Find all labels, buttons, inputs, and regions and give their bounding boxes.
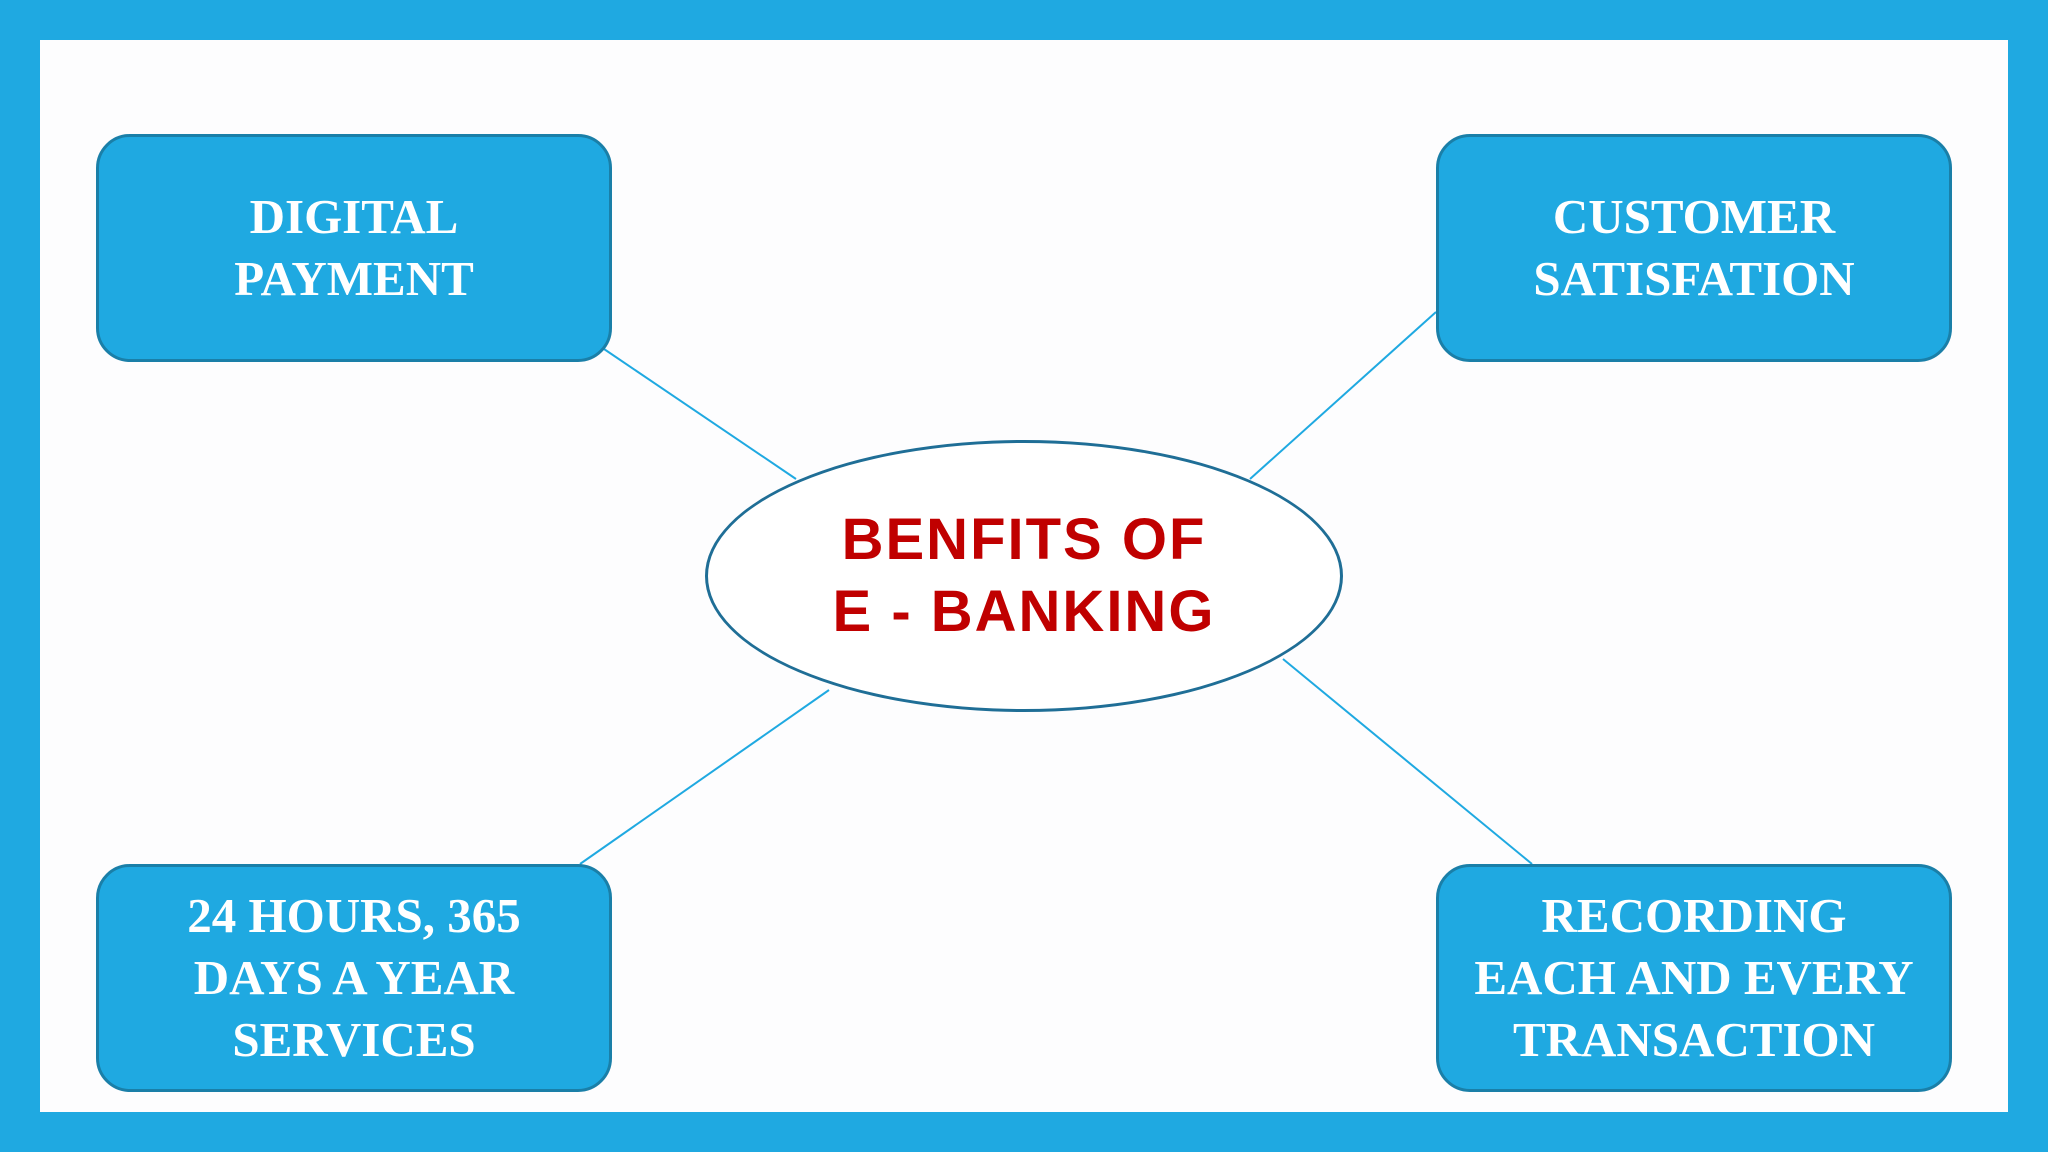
node-label-line: CUSTOMER (1552, 189, 1836, 244)
node-recording-transactions: RECORDING EACH AND EVERY TRANSACTION (1436, 864, 1952, 1092)
node-label-line: 24 HOURS, 365 (187, 888, 521, 943)
node-label-line: DAYS A YEAR (193, 950, 515, 1005)
connector-top-left (603, 348, 797, 480)
node-digital-payment: DIGITAL PAYMENT (96, 134, 612, 362)
node-label-line: PAYMENT (234, 251, 474, 306)
connector-bottom-left (579, 689, 830, 865)
node-24-hours-services: 24 HOURS, 365 DAYS A YEAR SERVICES (96, 864, 612, 1092)
node-label-line: SATISFATION (1533, 251, 1855, 306)
node-label-line: EACH AND EVERY (1474, 950, 1914, 1005)
central-topic-line: E - BANKING (832, 579, 1216, 644)
node-label-line: SERVICES (232, 1012, 476, 1067)
central-topic-ellipse: BENFITS OF E - BANKING (705, 440, 1343, 712)
node-customer-satisfaction: CUSTOMER SATISFATION (1436, 134, 1952, 362)
connector-bottom-right (1282, 658, 1533, 865)
node-label-line: TRANSACTION (1512, 1012, 1876, 1067)
connector-top-right (1249, 311, 1437, 480)
central-topic-line: BENFITS OF (841, 507, 1207, 572)
node-label-line: RECORDING (1541, 888, 1847, 943)
node-label-line: DIGITAL (249, 189, 459, 244)
